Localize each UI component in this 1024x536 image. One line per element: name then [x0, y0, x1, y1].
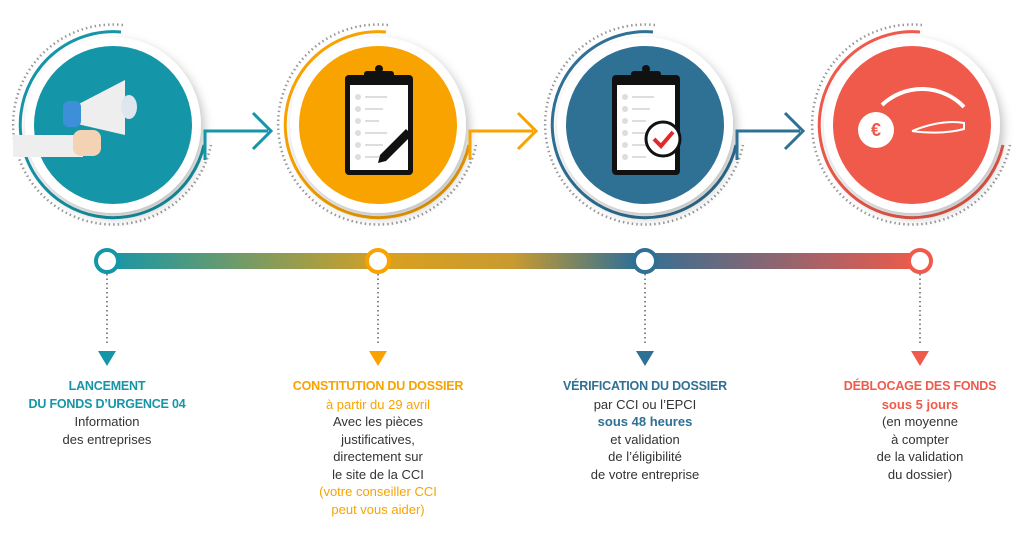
step-line: (votre conseiller CCI — [319, 484, 437, 499]
step-line: Avec les pièces — [332, 414, 424, 429]
step-line: de votre entreprise — [590, 466, 700, 482]
megaphone-icon — [13, 80, 137, 157]
step-4: € — [810, 23, 1012, 366]
step-line: de la validation — [876, 449, 964, 464]
step-line: du dossier) — [887, 466, 953, 482]
step-line: des entreprises — [62, 431, 152, 447]
down-arrow-icon — [369, 351, 387, 366]
step-title: LANCEMENT — [68, 379, 146, 393]
step-2-description: CONSTITUTION DU DOSSIER à partir du 29 av… — [263, 378, 493, 518]
timeline-node — [94, 248, 120, 274]
dotted-ring — [11, 23, 213, 226]
accent-ring — [817, 30, 1005, 220]
arrow-icon — [516, 111, 539, 151]
arrow-icon — [783, 111, 806, 151]
step-2 — [276, 23, 539, 366]
step-4-description: DÉBLOCAGE DES FONDS sous 5 jours (en moyen… — [805, 378, 1024, 483]
step-line: directement sur — [333, 449, 423, 464]
timeline-node — [907, 248, 933, 274]
step-line: sous 48 heures — [597, 414, 693, 429]
step-line: et validation — [610, 431, 680, 447]
connector-line — [203, 129, 268, 160]
step-line: de l’éligibilité — [608, 449, 682, 464]
step-line: peut vous aider) — [331, 501, 425, 517]
step-1-description: LANCEMENT DU FONDS D’URGENCE 04 Informatio… — [0, 378, 222, 448]
step-line: par CCI ou l’EPCI — [593, 396, 697, 412]
dotted-ring — [543, 23, 745, 226]
step-title: CONSTITUTION DU DOSSIER — [292, 379, 464, 393]
down-arrow-icon — [911, 351, 929, 366]
timeline-bar — [107, 253, 920, 269]
accent-ring — [283, 30, 471, 220]
step-line: à partir du 29 avril — [325, 396, 431, 412]
connector-line — [468, 129, 533, 160]
step-title: DÉBLOCAGE DES FONDS — [843, 379, 997, 393]
timeline-node — [365, 248, 391, 274]
euro-symbol: € — [871, 120, 881, 140]
step-line: justificatives, — [341, 431, 415, 447]
accent-ring — [18, 30, 206, 220]
arrow-icon — [251, 111, 274, 151]
timeline-node — [632, 248, 658, 274]
colored-disk — [833, 46, 991, 204]
clipboard-pen-icon — [345, 65, 413, 175]
step-title: VÉRIFICATION DU DOSSIER — [563, 379, 727, 393]
step-line: Information — [74, 414, 140, 429]
step-3-description: VÉRIFICATION DU DOSSIER par CCI ou l’EPCI… — [530, 378, 760, 483]
step-3 — [543, 23, 806, 366]
down-arrow-icon — [636, 351, 654, 366]
step-line: à compter — [891, 431, 949, 447]
euro-gauge-icon: € — [858, 87, 966, 148]
step-1 — [11, 23, 274, 366]
step-line: sous 5 jours — [881, 396, 959, 412]
clipboard-check-icon — [612, 65, 682, 175]
accent-ring — [550, 30, 738, 220]
step-line: (en moyenne — [882, 414, 958, 429]
connector-line — [735, 129, 800, 160]
dotted-ring — [276, 23, 478, 226]
step-title: DU FONDS D’URGENCE 04 — [28, 396, 186, 411]
down-arrow-icon — [98, 351, 116, 366]
dotted-ring — [810, 23, 1012, 226]
gauge-needle — [911, 121, 965, 134]
step-line: le site de la CCI — [332, 466, 424, 482]
